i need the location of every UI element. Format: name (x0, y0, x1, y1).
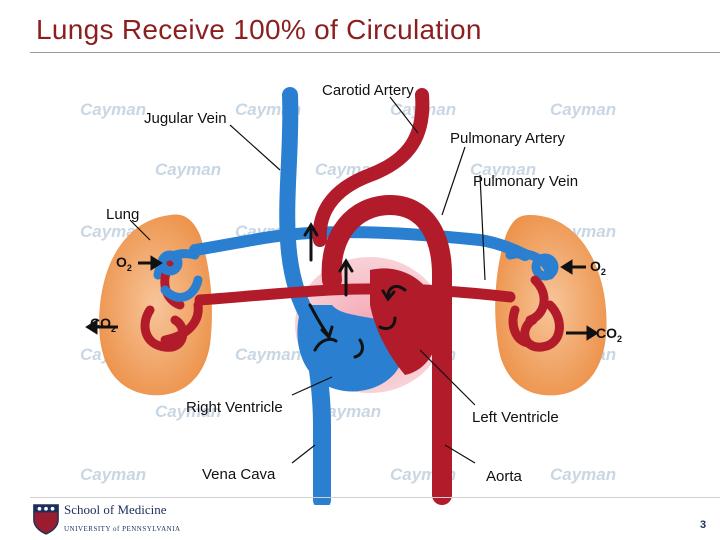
school-name: School of Medicine (64, 502, 167, 517)
footer-divider (30, 497, 720, 498)
watermark-text: Cayman (315, 402, 381, 421)
jugular-vein-label: Jugular Vein (144, 110, 227, 127)
page-number: 3 (700, 519, 707, 531)
watermark-text: Cayman (550, 465, 616, 484)
pulmonary-artery-label: Pulmonary Artery (450, 130, 566, 147)
o2-left-label: O2 (116, 254, 132, 273)
penn-medicine-logo (33, 504, 59, 535)
lung-label: Lung (106, 206, 139, 223)
vena-cava-label: Vena Cava (202, 466, 276, 483)
pulmonary-artery-vessel (189, 226, 531, 261)
title-divider (30, 52, 720, 53)
pulmonary-vein-vessel (194, 283, 516, 306)
left-ventricle-label: Left Ventricle (472, 409, 559, 426)
watermark-text: Cayman (155, 402, 221, 421)
aortic-arch (321, 194, 452, 505)
gas-arrows (85, 255, 599, 341)
watermark-text: Cayman (470, 160, 536, 179)
left-lung (99, 214, 212, 396)
aorta-label: Aorta (486, 468, 523, 485)
carotid-artery-label: Carotid Artery (322, 82, 414, 99)
leader-lines (129, 96, 486, 464)
co2-right-label: CO2 (596, 325, 622, 344)
slide-title: Lungs Receive 100% of Circulation (36, 14, 482, 45)
circulation-diagram: Cayman Cayman Cayman Cayman Cayman Cayma… (80, 82, 622, 505)
watermark-text: Cayman (235, 345, 301, 364)
co2-left-label: CO2 (90, 315, 116, 334)
watermark-text: Cayman (550, 100, 616, 119)
pulmonary-vein-label: Pulmonary Vein (473, 173, 578, 190)
left-lung-vessels (140, 249, 203, 352)
o2-right-label: O2 (590, 258, 606, 277)
flow-arrows (303, 222, 407, 359)
watermark-text: Cayman (155, 160, 221, 179)
watermark-text: Cayman (80, 465, 146, 484)
right-ventricle-label: Right Ventricle (186, 399, 283, 416)
university-name: UNIVERSITY of PENNSYLVANIA (64, 525, 181, 533)
carotid-artery-vessel (312, 88, 430, 247)
watermark-text: Cayman (80, 100, 146, 119)
